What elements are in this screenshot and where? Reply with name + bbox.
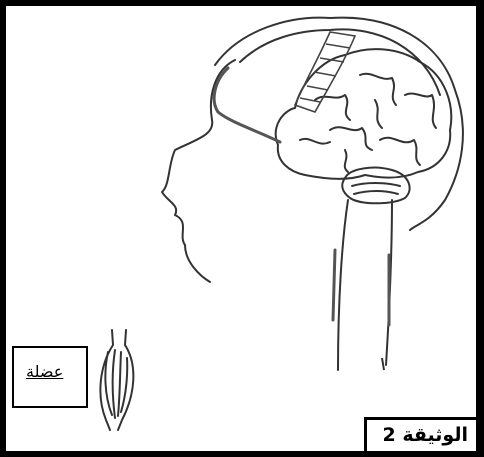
face-profile	[162, 60, 235, 282]
muscle-label: عضلة	[26, 362, 63, 381]
document-number-box: الوثيقة 2	[364, 417, 476, 451]
document-title: الوثيقة 2	[367, 424, 468, 446]
spinal-cord-left	[338, 200, 348, 370]
cerebrum-outline	[276, 49, 452, 179]
muscle-drawing	[100, 330, 133, 430]
skull-outline	[215, 18, 463, 230]
muscle-label-box: عضلة	[12, 346, 88, 408]
